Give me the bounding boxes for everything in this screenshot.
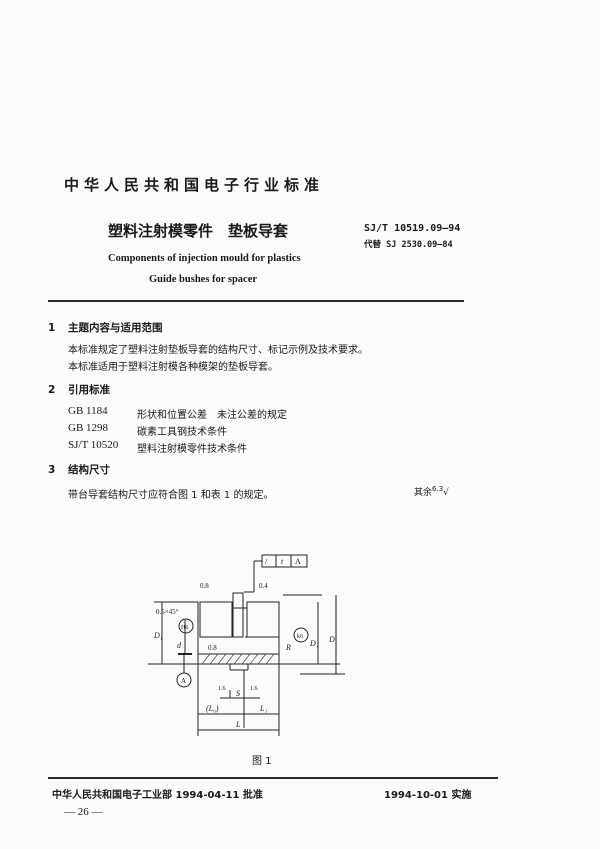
roughness-check-icon: √ [443, 488, 449, 498]
reference-name: 形状和位置公差 未注公差的规定 [137, 410, 287, 421]
replaces-code: 代替 SJ 2530.09—84 [364, 240, 453, 250]
reference-name: 塑料注射模零件技术条件 [137, 444, 247, 455]
section-title: 结构尺寸 [68, 464, 110, 476]
dim-d: d [177, 641, 182, 650]
datum-A: A [181, 677, 186, 685]
reference-code: GB 1298 [68, 422, 109, 434]
section-3-para-1: 带台导套结构尺寸应符合图 1 和表 1 的规定。 [68, 490, 274, 501]
page-number: — 26 — [64, 806, 103, 818]
roughness-note: 其余6.3√ [414, 485, 449, 498]
roughness-label: 其余 [414, 488, 433, 498]
document-title-en-2: Guide bushes for spacer [149, 274, 258, 285]
dim-D1-right: D₁ [309, 639, 319, 648]
dim-D: D [328, 635, 335, 644]
document-title-cn: 塑料注射模零件 垫板导套 [108, 222, 289, 240]
dim-R: R [285, 643, 291, 652]
tolerance-value: t [281, 557, 284, 566]
approval-line: 中华人民共和国电子工业部 1994-04-11 批准 [52, 790, 263, 801]
section-number: 2 [48, 384, 56, 396]
section-1-para-2: 本标准适用于塑料注射模各种模架的垫板导套。 [68, 362, 278, 373]
section-number: 1 [48, 322, 56, 334]
dim-L1: L₁ [259, 704, 267, 713]
roughness-groove-right: 1.6 [250, 686, 258, 692]
standard-code: SJ/T 10519.09—94 [364, 223, 461, 234]
section-title: 主题内容与适用范围 [68, 322, 163, 334]
tolerance-datum: A [295, 557, 301, 566]
section-title: 引用标准 [68, 384, 110, 396]
section-3-heading: 3 结构尺寸 [48, 462, 110, 477]
reference-name: 碳素工具钢技术条件 [137, 427, 227, 438]
effective-date: 1994-10-01 实施 [384, 790, 472, 801]
section-1-heading: 1 主题内容与适用范围 [48, 320, 163, 335]
roughness-value: 6.3 [432, 485, 444, 493]
header-divider [48, 300, 464, 302]
section-1-para-1: 本标准规定了塑料注射垫板导套的结构尺寸、标记示例及技术要求。 [68, 345, 368, 356]
dim-D1-left: D₁ [153, 631, 163, 640]
reference-code: SJ/T 10520 [68, 439, 119, 451]
roughness-groove-left: 1.6 [218, 686, 226, 692]
guide-bush-drawing: / t A 0.5×45° 0.8 0.4 0.8 1.6 1.6 H6 k6 … [148, 554, 345, 736]
tolerance-symbol: / [265, 557, 268, 566]
dim-L0: (L₀) [206, 704, 219, 713]
fit-right: k6 [297, 634, 303, 640]
roughness-bore: 0.8 [208, 644, 217, 652]
document-title-en-1: Components of injection mould for plasti… [108, 253, 301, 264]
footer-divider [48, 777, 498, 779]
reference-code: GB 1184 [68, 405, 108, 417]
section-number: 3 [48, 464, 56, 476]
dim-S: S [236, 689, 240, 698]
roughness-top-left: 0.8 [200, 582, 209, 590]
org-standard-heading: 中华人民共和国电子行业标准 [64, 176, 325, 194]
roughness-top-right: 0.4 [259, 582, 268, 590]
chamfer-label: 0.5×45° [156, 608, 179, 616]
dim-L: L [235, 720, 241, 729]
figure-caption: 图 1 [252, 756, 272, 767]
section-2-heading: 2 引用标准 [48, 382, 110, 397]
fit-left: H6 [181, 625, 188, 631]
